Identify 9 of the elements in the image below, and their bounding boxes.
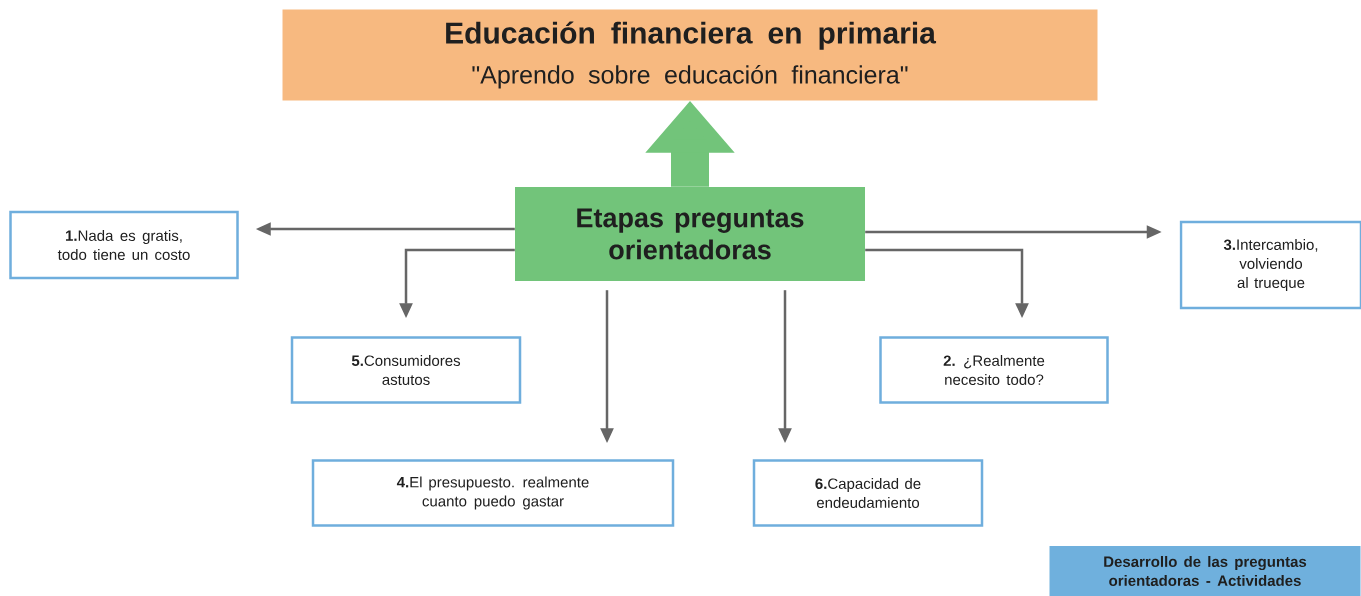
question-box: 6.Capacidad de endeudamiento <box>752 459 984 527</box>
question-box: 1.Nada es gratis, todo tiene un costo <box>9 210 239 280</box>
title-banner: Educación financiera en primaria "Aprendo sobre educación financiera" <box>282 9 1098 101</box>
question-box: 4.El presupuesto. realmente cuanto puedo gastar <box>311 459 675 527</box>
question-box: 2. ¿Realmente necesito todo? <box>879 336 1109 404</box>
question-box: 3.Intercambio, volviendo al trueque <box>1179 220 1361 310</box>
question-box: 5.Consumidores astutos <box>290 336 522 404</box>
central-box: Etapas preguntas orientadoras <box>515 187 865 281</box>
activities-banner: Desarrollo de las preguntas orientadoras - Actividades <box>1049 546 1361 596</box>
